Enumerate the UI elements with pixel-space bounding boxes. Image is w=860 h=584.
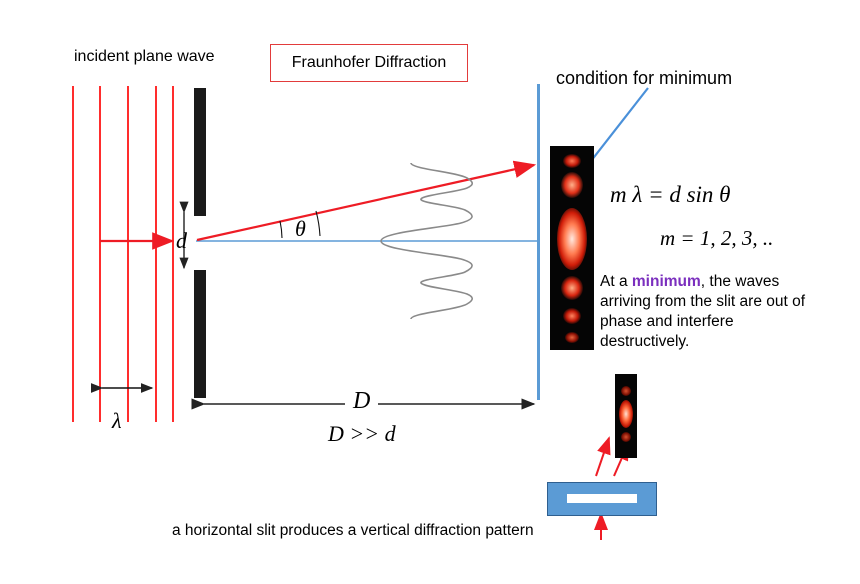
incident-plane-wave-label: incident plane wave: [74, 48, 215, 65]
title-box: Fraunhofer Diffraction: [270, 44, 468, 82]
theta-arc: [279, 220, 283, 239]
D-much-greater-d-label: D >> d: [320, 420, 404, 448]
wavefront-line-2: [99, 86, 101, 422]
wavefront-line-3: [127, 86, 129, 422]
explanation-paragraph: At a minimum, the waves arriving from th…: [600, 272, 810, 352]
condition-for-minimum-label: condition for minimum: [556, 68, 733, 88]
paragraph-highlight: minimum: [631, 273, 701, 290]
screen-line: [537, 84, 540, 400]
slit-aperture: [567, 494, 637, 503]
diffracted-ray-arrow: [196, 160, 537, 242]
distance-D-label: D: [345, 388, 379, 415]
intensity-envelope-curve: [380, 162, 474, 320]
theta-arc-outer: [315, 210, 321, 237]
wavefront-line-5: [172, 86, 174, 422]
title-label: Fraunhofer Diffraction: [291, 54, 447, 71]
orders-equation: m = 1, 2, 3, ..: [660, 226, 774, 250]
caption-label: a horizontal slit produces a vertical di…: [172, 522, 534, 539]
diffraction-photo-main: [550, 146, 594, 350]
wavefront-line-4: [155, 86, 157, 422]
lambda-label: λ: [112, 408, 122, 433]
barrier-lower: [194, 270, 206, 398]
wavefront-line-1: [72, 86, 74, 422]
minimum-condition-equation: m λ = d sin θ: [610, 182, 731, 207]
diffraction-photo-small: [615, 374, 637, 458]
slit-device-arrow-left: [595, 436, 611, 477]
barrier-upper: [194, 88, 206, 216]
paragraph-before: At a: [600, 273, 632, 290]
slit-device: [547, 482, 657, 516]
paragraph-after: , the waves arriving from the slit are o…: [600, 273, 806, 350]
slit-width-label: d: [176, 228, 187, 253]
theta-label: θ: [295, 216, 306, 241]
